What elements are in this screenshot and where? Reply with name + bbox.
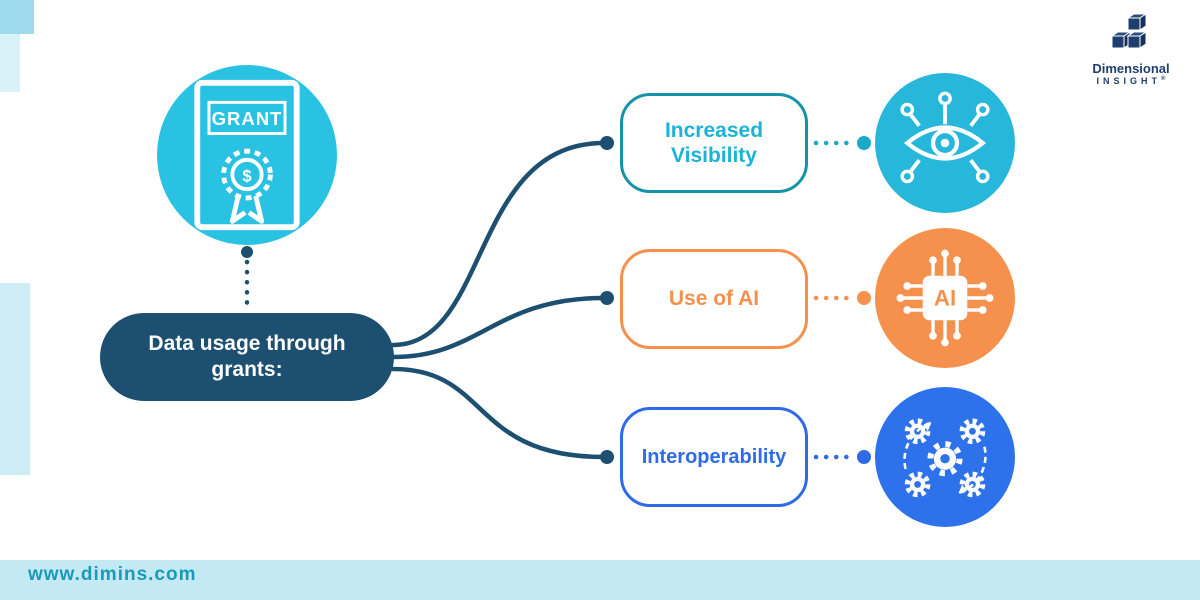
branch-label: Use of AI	[668, 287, 760, 311]
grant-badge-circle: GRANT $	[157, 65, 337, 245]
registered-mark: ®	[1161, 76, 1166, 82]
visibility-icon-circle	[875, 73, 1015, 213]
gears-cycle-icon	[903, 418, 987, 498]
branch-node-interoperability: Interoperability	[620, 407, 808, 507]
website-link[interactable]: www.dimins.com	[28, 564, 197, 585]
brand-subname: INSIGHT®	[1076, 76, 1186, 86]
seal-dollar-symbol: $	[242, 166, 251, 185]
ai-icon-circle: AI	[875, 228, 1015, 368]
grant-certificate-icon: GRANT $	[194, 79, 300, 231]
root-node: Data usage through grants:	[100, 313, 394, 401]
brand-logo: Dimensional INSIGHT®	[1076, 12, 1186, 86]
eye-network-icon	[900, 91, 990, 184]
corner-square-decor	[0, 0, 34, 34]
brand-name: Dimensional	[1092, 61, 1170, 76]
root-node-label: Data usage through grants:	[148, 331, 346, 381]
bottom-band-decor	[0, 560, 1200, 600]
cubes-icon	[1110, 13, 1148, 49]
branch-node-increased-visibility: Increased Visibility	[620, 93, 808, 193]
ai-chip-label: AI	[934, 286, 956, 311]
branch-label: Increased Visibility	[664, 118, 764, 167]
interoperability-icon-circle	[875, 387, 1015, 527]
brand-subname-text: INSIGHT	[1096, 76, 1162, 86]
branch-node-use-of-ai: Use of AI	[620, 249, 808, 349]
grant-text: GRANT	[212, 108, 283, 129]
ai-chip-icon: AI	[896, 249, 994, 347]
left-edge-strip-decor	[0, 283, 30, 475]
corner-square-decor-light	[0, 34, 20, 92]
branch-label: Interoperability	[641, 446, 787, 468]
